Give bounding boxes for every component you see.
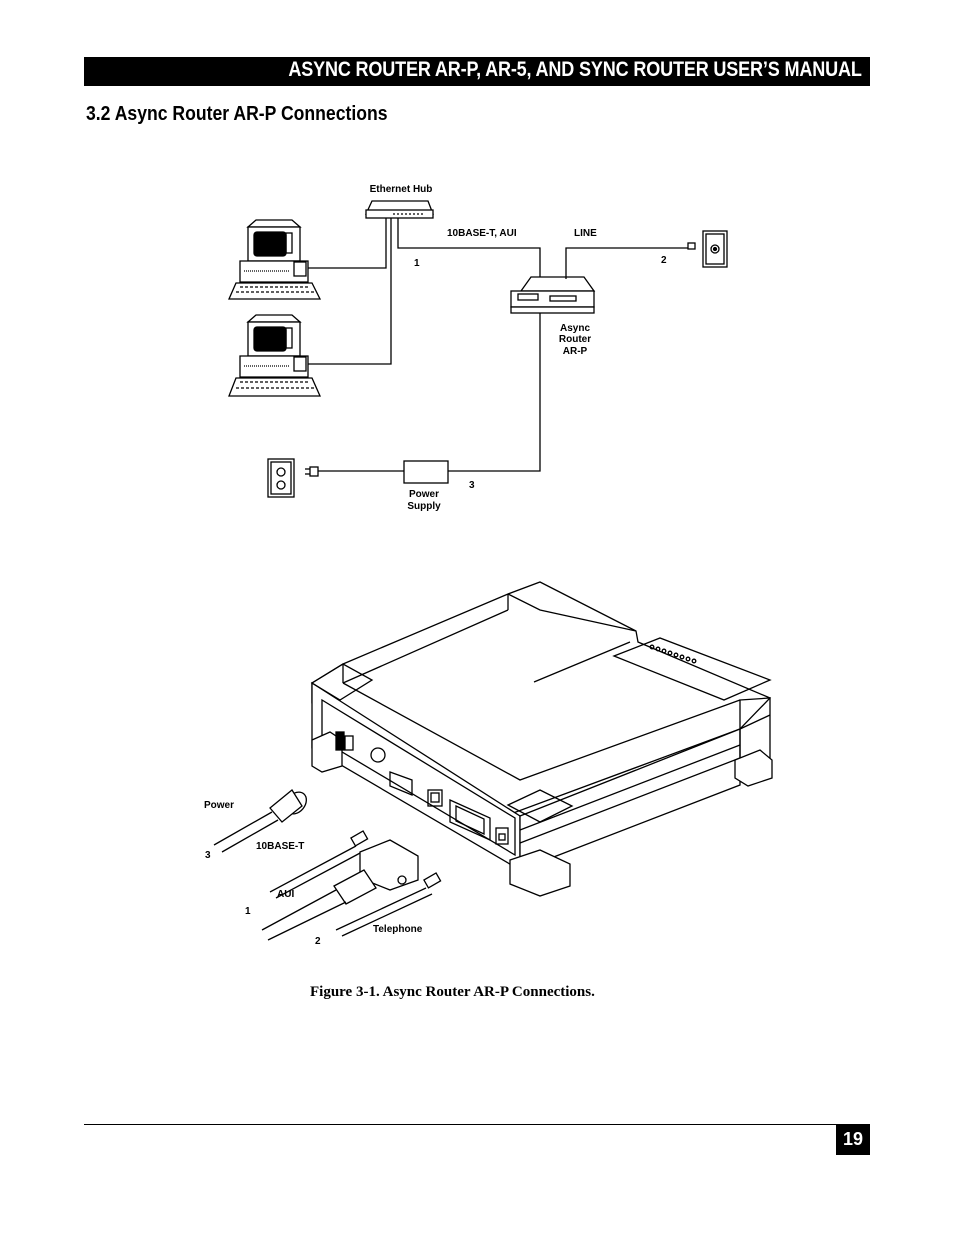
- async-router-icon: [510, 276, 596, 314]
- num-3-top: 3: [469, 480, 475, 491]
- power-supply-icon: [403, 460, 449, 484]
- num-1-top: 1: [414, 258, 420, 269]
- router-label-3: AR-P: [563, 346, 588, 357]
- phone-jack-icon: [702, 230, 728, 268]
- power-label: Power: [204, 800, 234, 811]
- footer-rule: [84, 1124, 870, 1125]
- power-cord-icon: [213, 789, 307, 853]
- telephone-label: Telephone: [373, 924, 423, 935]
- num-2-top: 2: [661, 255, 667, 266]
- manual-title: ASYNC ROUTER AR-P, AR-5, AND SYNC ROUTER…: [288, 58, 863, 81]
- num-1-bottom: 1: [245, 906, 251, 917]
- num-2-bottom: 2: [315, 936, 321, 947]
- 10base-t-label: 10BASE-T: [256, 841, 304, 852]
- figure-caption: Figure 3-1. Async Router AR-P Connection…: [310, 984, 595, 1000]
- section-title: 3.2 Async Router AR-P Connections: [86, 103, 388, 125]
- hub-label: Ethernet Hub: [370, 184, 433, 195]
- header-bar: ASYNC ROUTER AR-P, AR-5, AND SYNC ROUTER…: [84, 57, 870, 86]
- telephone-cable-icon: [335, 872, 442, 937]
- psu-label-2: Supply: [407, 501, 441, 512]
- aui-cable-icon: [261, 839, 419, 941]
- ethernet-hub-icon: [364, 200, 434, 219]
- computer-2-icon: [228, 314, 322, 397]
- aui-label: AUI: [277, 889, 294, 900]
- num-3-bottom: 3: [205, 850, 211, 861]
- power-outlet-icon: [267, 458, 295, 498]
- router-label-1: Async: [560, 323, 590, 334]
- 10base-t-cable-icon: [269, 830, 369, 899]
- psu-label-1: Power: [409, 489, 439, 500]
- link-label: 10BASE-T, AUI: [447, 228, 517, 239]
- line-label: LINE: [574, 228, 597, 239]
- router-label-2: Router: [559, 334, 591, 345]
- router-illustration: [310, 581, 773, 897]
- page-number: 19: [836, 1124, 870, 1155]
- computer-1-icon: [228, 219, 322, 300]
